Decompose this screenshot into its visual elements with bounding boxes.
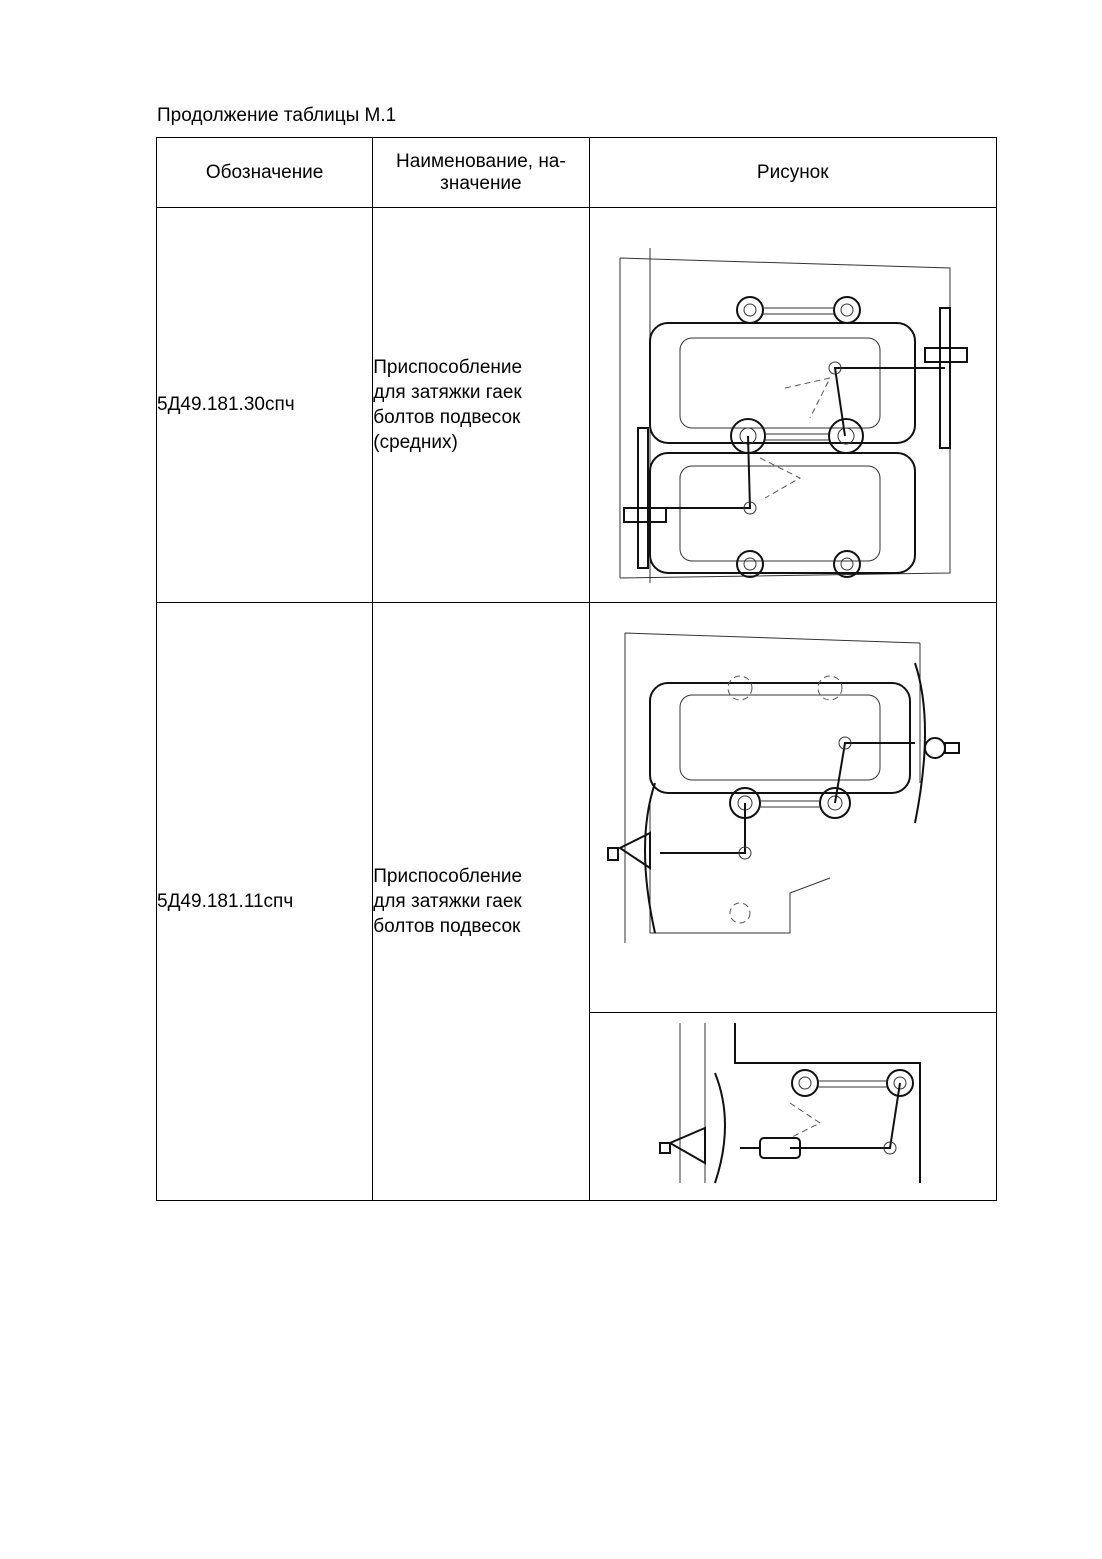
table-m1: Обозначение Наименование, на- значение Р… <box>155 137 997 1201</box>
figure-cell <box>588 1012 997 1201</box>
fixture-drawing-view-2 <box>658 1023 921 1184</box>
table-row <box>157 1012 997 1201</box>
table-row: 5Д49.181.30спч Приспособление для затяжк… <box>155 207 997 603</box>
name-line: для затяжки гаек <box>373 891 522 912</box>
cell-name: Приспособление для затяжки гаек болтов п… <box>372 602 590 1201</box>
name-line: Приспособление <box>373 866 523 887</box>
name-line: Приспособление <box>373 357 523 378</box>
table-caption: Продолжение таблицы М.1 <box>157 105 397 126</box>
figure-cell <box>588 207 997 603</box>
name-line: болтов подвесок <box>373 916 521 937</box>
figure-cell <box>588 602 997 1013</box>
cell-name: Приспособление для затяжки гаек болтов п… <box>372 207 590 603</box>
table-row: 5Д49.181.11спч Приспособление для затяжк… <box>155 602 997 1201</box>
fixture-drawing-middle <box>619 248 968 583</box>
cell-code: 5Д49.181.11спч <box>155 602 374 1201</box>
name-line: (средних) <box>373 432 458 453</box>
header-name: Наименование, на- значение <box>372 137 590 208</box>
header-name-line2: значение <box>440 172 522 194</box>
header-designation: Обозначение <box>155 137 374 208</box>
header-name-line1: Наименование, на- <box>396 150 566 172</box>
name-line: для затяжки гаек <box>373 382 522 403</box>
fixture-drawing-view-1 <box>606 632 960 943</box>
header-figure: Рисунок <box>588 137 997 208</box>
name-line: болтов подвесок <box>373 407 521 428</box>
table-header-row: Обозначение Наименование, на- значение Р… <box>155 137 997 208</box>
cell-code: 5Д49.181.30спч <box>155 207 374 603</box>
